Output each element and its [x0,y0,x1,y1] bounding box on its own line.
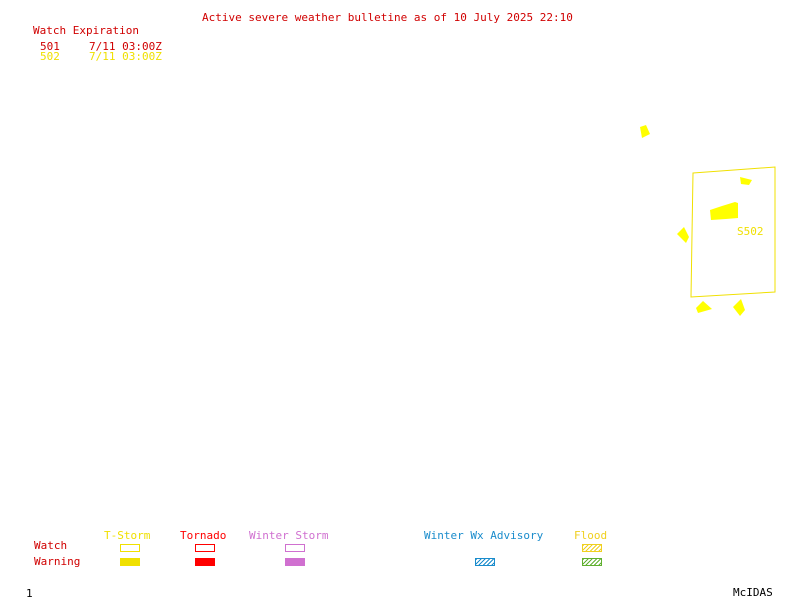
watch-id: 501 [40,40,60,53]
legend-category-tstorm: T-Storm [104,529,151,542]
bulletin-title: Active severe weather bulletine as of 10… [202,11,573,24]
legend-row-label-watch: Watch [34,539,68,552]
warning-polygon [640,125,650,138]
page-number: 1 [26,587,33,600]
legend-category-winter-storm: Winter Storm [249,529,329,542]
legend-category-winter-wx-advisory: Winter Wx Advisory [424,529,544,542]
warning-polygon [710,202,738,220]
legend-swatch-tstorm-watch [120,544,140,552]
warning-polygon [677,227,689,243]
legend-row-label-warning: Warning [34,555,81,568]
legend-swatch-flood-watch [582,544,602,552]
warning-polygon [696,301,712,313]
mcidas-brand: McIDAS [733,586,773,599]
legend-swatch-tstorm-warning [120,558,140,566]
legend-swatch-winter-wx-advisory [475,558,495,566]
watch-expiration-time: 7/11 03:00Z [89,40,162,53]
legend-swatch-flood-warning [582,558,602,566]
watch-expiration-time: 7/11 03:00Z [89,50,162,63]
watch-area-label: S502 [737,225,764,238]
watch-expiration-heading: Watch Expiration [33,24,139,37]
watch-area-polygon [690,166,776,298]
warning-areas [640,125,752,316]
legend-swatch-winter-storm-warning [285,558,305,566]
legend-category-flood: Flood [574,529,608,542]
legend-swatch-winter-storm-watch [285,544,305,552]
legend-category-tornado: Tornado [180,529,227,542]
warning-polygon [733,299,745,316]
watch-id: 502 [40,50,60,63]
warning-polygon [740,177,752,185]
legend-swatch-tornado-watch [195,544,215,552]
legend-swatch-tornado-warning [195,558,215,566]
